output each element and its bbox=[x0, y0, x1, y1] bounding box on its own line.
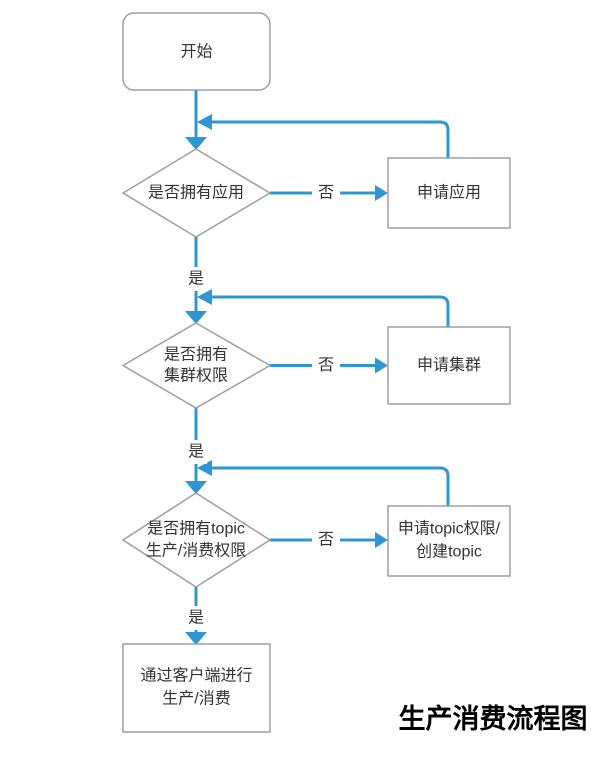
edge-label-bg bbox=[185, 606, 207, 630]
produce-consume-shape bbox=[122, 643, 271, 733]
apply-cluster-shape bbox=[387, 326, 511, 405]
arrowhead-into-apply-cluster bbox=[375, 357, 388, 374]
edge-apply-topic-feedback bbox=[210, 466, 450, 506]
apply-cluster-label: 申请集群 bbox=[417, 356, 481, 374]
decision-cluster-label-line2: 集群权限 bbox=[164, 367, 228, 385]
edge-label-no-app: 否 bbox=[312, 181, 340, 205]
arrowhead-into-apply-topic bbox=[375, 532, 388, 548]
apply-topic-shape bbox=[387, 505, 511, 577]
edge-label-bg bbox=[312, 353, 340, 377]
edge-apply-app-feedback bbox=[210, 120, 450, 158]
start-node-label: 开始 bbox=[180, 43, 212, 61]
decision-cluster-label-line1: 是否拥有 bbox=[164, 346, 228, 364]
yes-topic-label: 是 bbox=[188, 610, 204, 627]
edge-label-bg bbox=[185, 440, 207, 464]
edge-label-no-topic: 否 bbox=[312, 528, 340, 552]
decision-topic-label-line2: 生产/消费权限 bbox=[146, 542, 246, 560]
apply-cluster-node: 申请集群 bbox=[387, 326, 511, 405]
decision-cluster-shape bbox=[121, 322, 272, 409]
no-topic-label: 否 bbox=[318, 532, 334, 549]
edge-apply-cluster-feedback bbox=[210, 295, 450, 327]
arrowhead-into-apply-app bbox=[375, 185, 388, 201]
arrowhead-feedback-cluster bbox=[197, 289, 212, 305]
edge-label-bg bbox=[312, 181, 340, 205]
edge-label-yes-cluster: 是 bbox=[185, 440, 207, 464]
no-app-label: 否 bbox=[318, 185, 334, 202]
yes-cluster-label: 是 bbox=[188, 444, 204, 461]
apply-app-node: 申请应用 bbox=[387, 157, 511, 229]
decision-topic-shape bbox=[121, 492, 272, 588]
apply-topic-node: 申请topic权限/ 创建topic bbox=[387, 505, 511, 577]
arrowhead-into-decision-topic bbox=[185, 481, 207, 494]
produce-consume-label-line1: 通过客户端进行 bbox=[140, 667, 252, 685]
start-node: 开始 bbox=[122, 12, 271, 91]
apply-app-label: 申请应用 bbox=[417, 183, 481, 202]
diagram-title: 生产消费流程图 bbox=[399, 704, 588, 734]
edge-label-no-cluster: 否 bbox=[312, 353, 340, 377]
yes-app-label: 是 bbox=[188, 271, 204, 288]
edge-label-yes-topic: 是 bbox=[185, 606, 207, 630]
decision-app-node: 是否拥有应用 bbox=[121, 148, 272, 238]
decision-app-shape bbox=[121, 148, 272, 238]
decision-topic-label-line1: 是否拥有topic bbox=[147, 520, 245, 538]
apply-topic-label-line2: 创建topic bbox=[416, 543, 482, 561]
decision-cluster-node: 是否拥有 集群权限 bbox=[121, 322, 272, 409]
decision-app-label: 是否拥有应用 bbox=[148, 183, 244, 202]
decision-topic-node: 是否拥有topic 生产/消费权限 bbox=[121, 492, 272, 588]
arrowhead-into-produce bbox=[185, 632, 207, 645]
arrowhead-feedback-app bbox=[197, 114, 212, 130]
start-node-shape bbox=[122, 12, 271, 91]
produce-consume-label-line2: 生产/消费 bbox=[162, 690, 230, 708]
no-cluster-label: 否 bbox=[318, 357, 334, 374]
arrowhead-into-decision-app bbox=[185, 137, 207, 150]
edge-label-yes-app: 是 bbox=[185, 267, 207, 291]
apply-topic-label-line1: 申请topic权限/ bbox=[398, 520, 501, 538]
apply-app-shape bbox=[387, 157, 511, 229]
arrowhead-feedback-topic bbox=[197, 460, 212, 476]
arrowhead-into-decision-cluster bbox=[185, 311, 207, 324]
produce-consume-node: 通过客户端进行 生产/消费 bbox=[122, 643, 271, 733]
edge-label-bg bbox=[185, 267, 207, 291]
edge-label-bg bbox=[312, 528, 340, 552]
